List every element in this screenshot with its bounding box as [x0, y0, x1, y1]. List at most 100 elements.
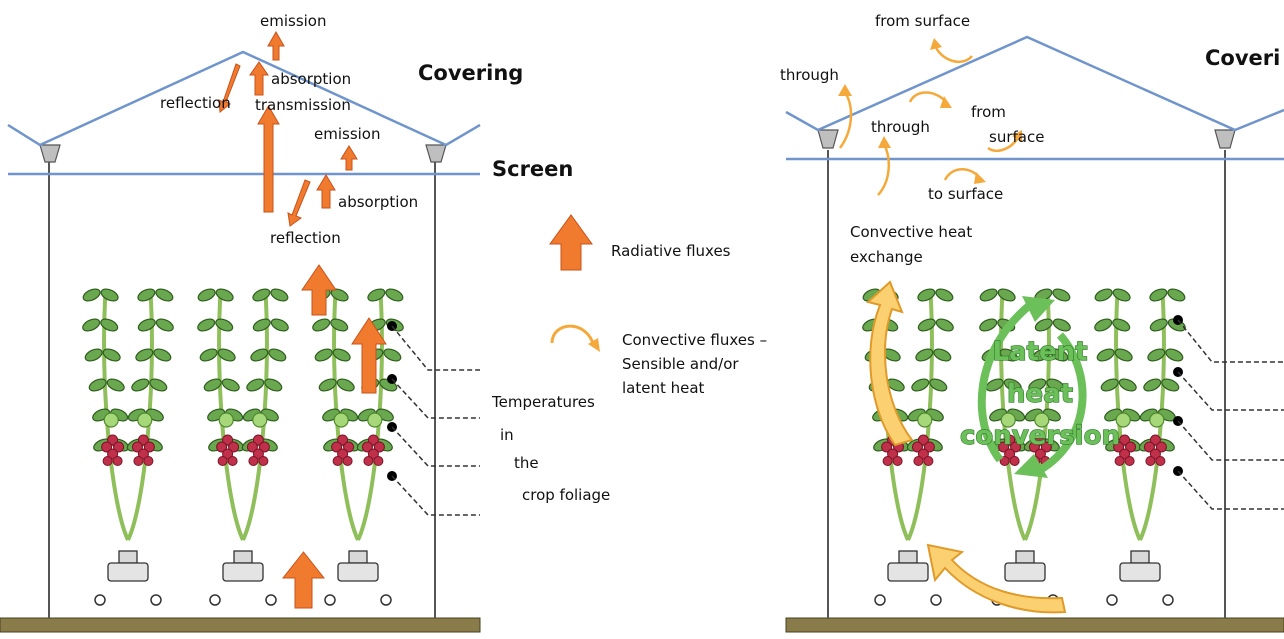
right-gutter-right — [1214, 129, 1236, 149]
right-sensor-lines — [1173, 315, 1284, 510]
leaf-pair — [80, 286, 121, 304]
leaf-pair — [195, 286, 236, 304]
conv-arrow-through-mid — [877, 143, 891, 196]
sensor-line — [391, 325, 480, 371]
right-roof-covering — [785, 35, 1284, 132]
right-crop-plants — [860, 286, 1188, 541]
green-fruit — [367, 412, 383, 428]
heating-pipe — [209, 594, 221, 606]
emission-arrow-top — [267, 30, 285, 61]
temperature-sensor-lines — [387, 321, 480, 516]
latent-text-line-3: conversion — [960, 421, 1120, 451]
convective-arrows — [838, 38, 1022, 196]
latent-text-line-2: heat — [1007, 379, 1073, 409]
transmission-arrow — [257, 105, 280, 213]
left-gutter-right — [425, 144, 447, 163]
temperatures-line-4: crop foliage — [522, 486, 610, 504]
heating-pipe — [1162, 594, 1174, 606]
heater-unit — [222, 550, 264, 582]
heater-unit — [107, 550, 149, 582]
label-reflection-top: reflection — [160, 94, 231, 112]
legend-convective-line-3: latent heat — [622, 379, 705, 397]
legend-radiative-label: Radiative fluxes — [611, 242, 731, 260]
legend-convective-arrowhead — [588, 338, 600, 352]
conv-arrow-from-surface-right — [987, 137, 1020, 152]
latent-heat-circle: Latent heat conversion — [959, 296, 1121, 478]
leaf-pair — [135, 286, 176, 304]
conv-arrowhead — [1012, 130, 1022, 142]
green-fruit — [218, 412, 234, 428]
label-absorption-screen: absorption — [338, 193, 418, 211]
label-to-surface: to surface — [928, 185, 1003, 203]
label-from-surface-mid-1: from — [971, 103, 1006, 121]
crop-plant — [80, 286, 176, 541]
heater-unit — [1119, 550, 1161, 582]
left-covering-title: Covering — [418, 61, 523, 85]
label-transmission: transmission — [255, 96, 351, 114]
absorption-arrow-top — [249, 61, 269, 96]
leaf-pair — [135, 316, 176, 334]
leaf-pair — [195, 316, 236, 334]
heater-unit — [337, 550, 379, 582]
legend-radiative-arrow-icon — [549, 214, 593, 271]
legend: Radiative fluxes Convective fluxes – Sen… — [549, 214, 767, 397]
big-convective-arrow-bottom — [926, 543, 1067, 614]
green-fruit — [1034, 412, 1050, 428]
crop-plant — [977, 286, 1073, 541]
sensor-line — [1177, 319, 1284, 363]
leaf-pair — [1092, 316, 1133, 334]
label-convective-exchange-2: exchange — [850, 248, 923, 266]
right-greenhouse: Latent heat conversion Coveri from surfa… — [780, 12, 1284, 633]
heater-unit — [1004, 550, 1046, 582]
emission-arrow-screen — [340, 145, 358, 171]
temperatures-line-2: in — [500, 426, 514, 444]
conv-arrowhead — [974, 172, 986, 184]
green-fruit — [1149, 412, 1165, 428]
crop-plant — [195, 286, 291, 541]
temperatures-line-3: the — [514, 454, 539, 472]
right-gutter-left — [817, 129, 839, 149]
absorption-arrow-screen — [316, 174, 336, 209]
heating-pipe — [150, 594, 162, 606]
green-fruit — [1000, 412, 1016, 428]
reflection-arrow-screen — [287, 179, 311, 227]
radiative-arrow-canopy-top — [301, 264, 337, 316]
legend-convective-arrow-icon — [550, 324, 596, 347]
green-fruit — [917, 412, 933, 428]
right-covering-title: Coveri — [1205, 46, 1280, 70]
leaf-pair — [915, 316, 956, 334]
left-greenhouse: Covering Screen emission absorption refl… — [0, 12, 610, 633]
label-absorption-top: absorption — [271, 70, 351, 88]
latent-arc-right — [1037, 332, 1087, 474]
label-from-surface-mid-2: surface — [989, 128, 1044, 146]
heating-pipe — [930, 594, 942, 606]
label-emission-top: emission — [260, 12, 327, 30]
left-gutter-left — [39, 144, 61, 163]
legend-convective-line-2: Sensible and/or — [622, 355, 739, 373]
heating-pipe — [94, 594, 106, 606]
latent-arrowhead-bottom — [1014, 454, 1048, 478]
left-crop-plants — [80, 286, 406, 541]
big-convective-arrow-left — [865, 280, 914, 447]
label-through-left: through — [780, 66, 839, 84]
heating-pipe — [1106, 594, 1118, 606]
sensor-line — [391, 475, 480, 516]
crop-plant — [1092, 286, 1188, 541]
left-ground — [0, 617, 481, 633]
radiative-arrows — [218, 30, 387, 609]
green-fruit — [103, 412, 119, 428]
left-screen-title: Screen — [492, 157, 573, 181]
leaf-pair — [977, 286, 1018, 304]
heating-pipe — [380, 594, 392, 606]
sensor-line — [391, 426, 480, 467]
heating-pipe — [324, 594, 336, 606]
conv-arrowhead — [940, 96, 952, 108]
temperatures-label: Temperatures in the crop foliage — [491, 393, 610, 504]
label-through-mid: through — [871, 118, 930, 136]
radiative-arrow-heater — [281, 551, 326, 609]
heater-unit — [887, 550, 929, 582]
leaf-pair — [1092, 286, 1133, 304]
heating-pipe — [265, 594, 277, 606]
sensor-line — [1177, 420, 1284, 461]
